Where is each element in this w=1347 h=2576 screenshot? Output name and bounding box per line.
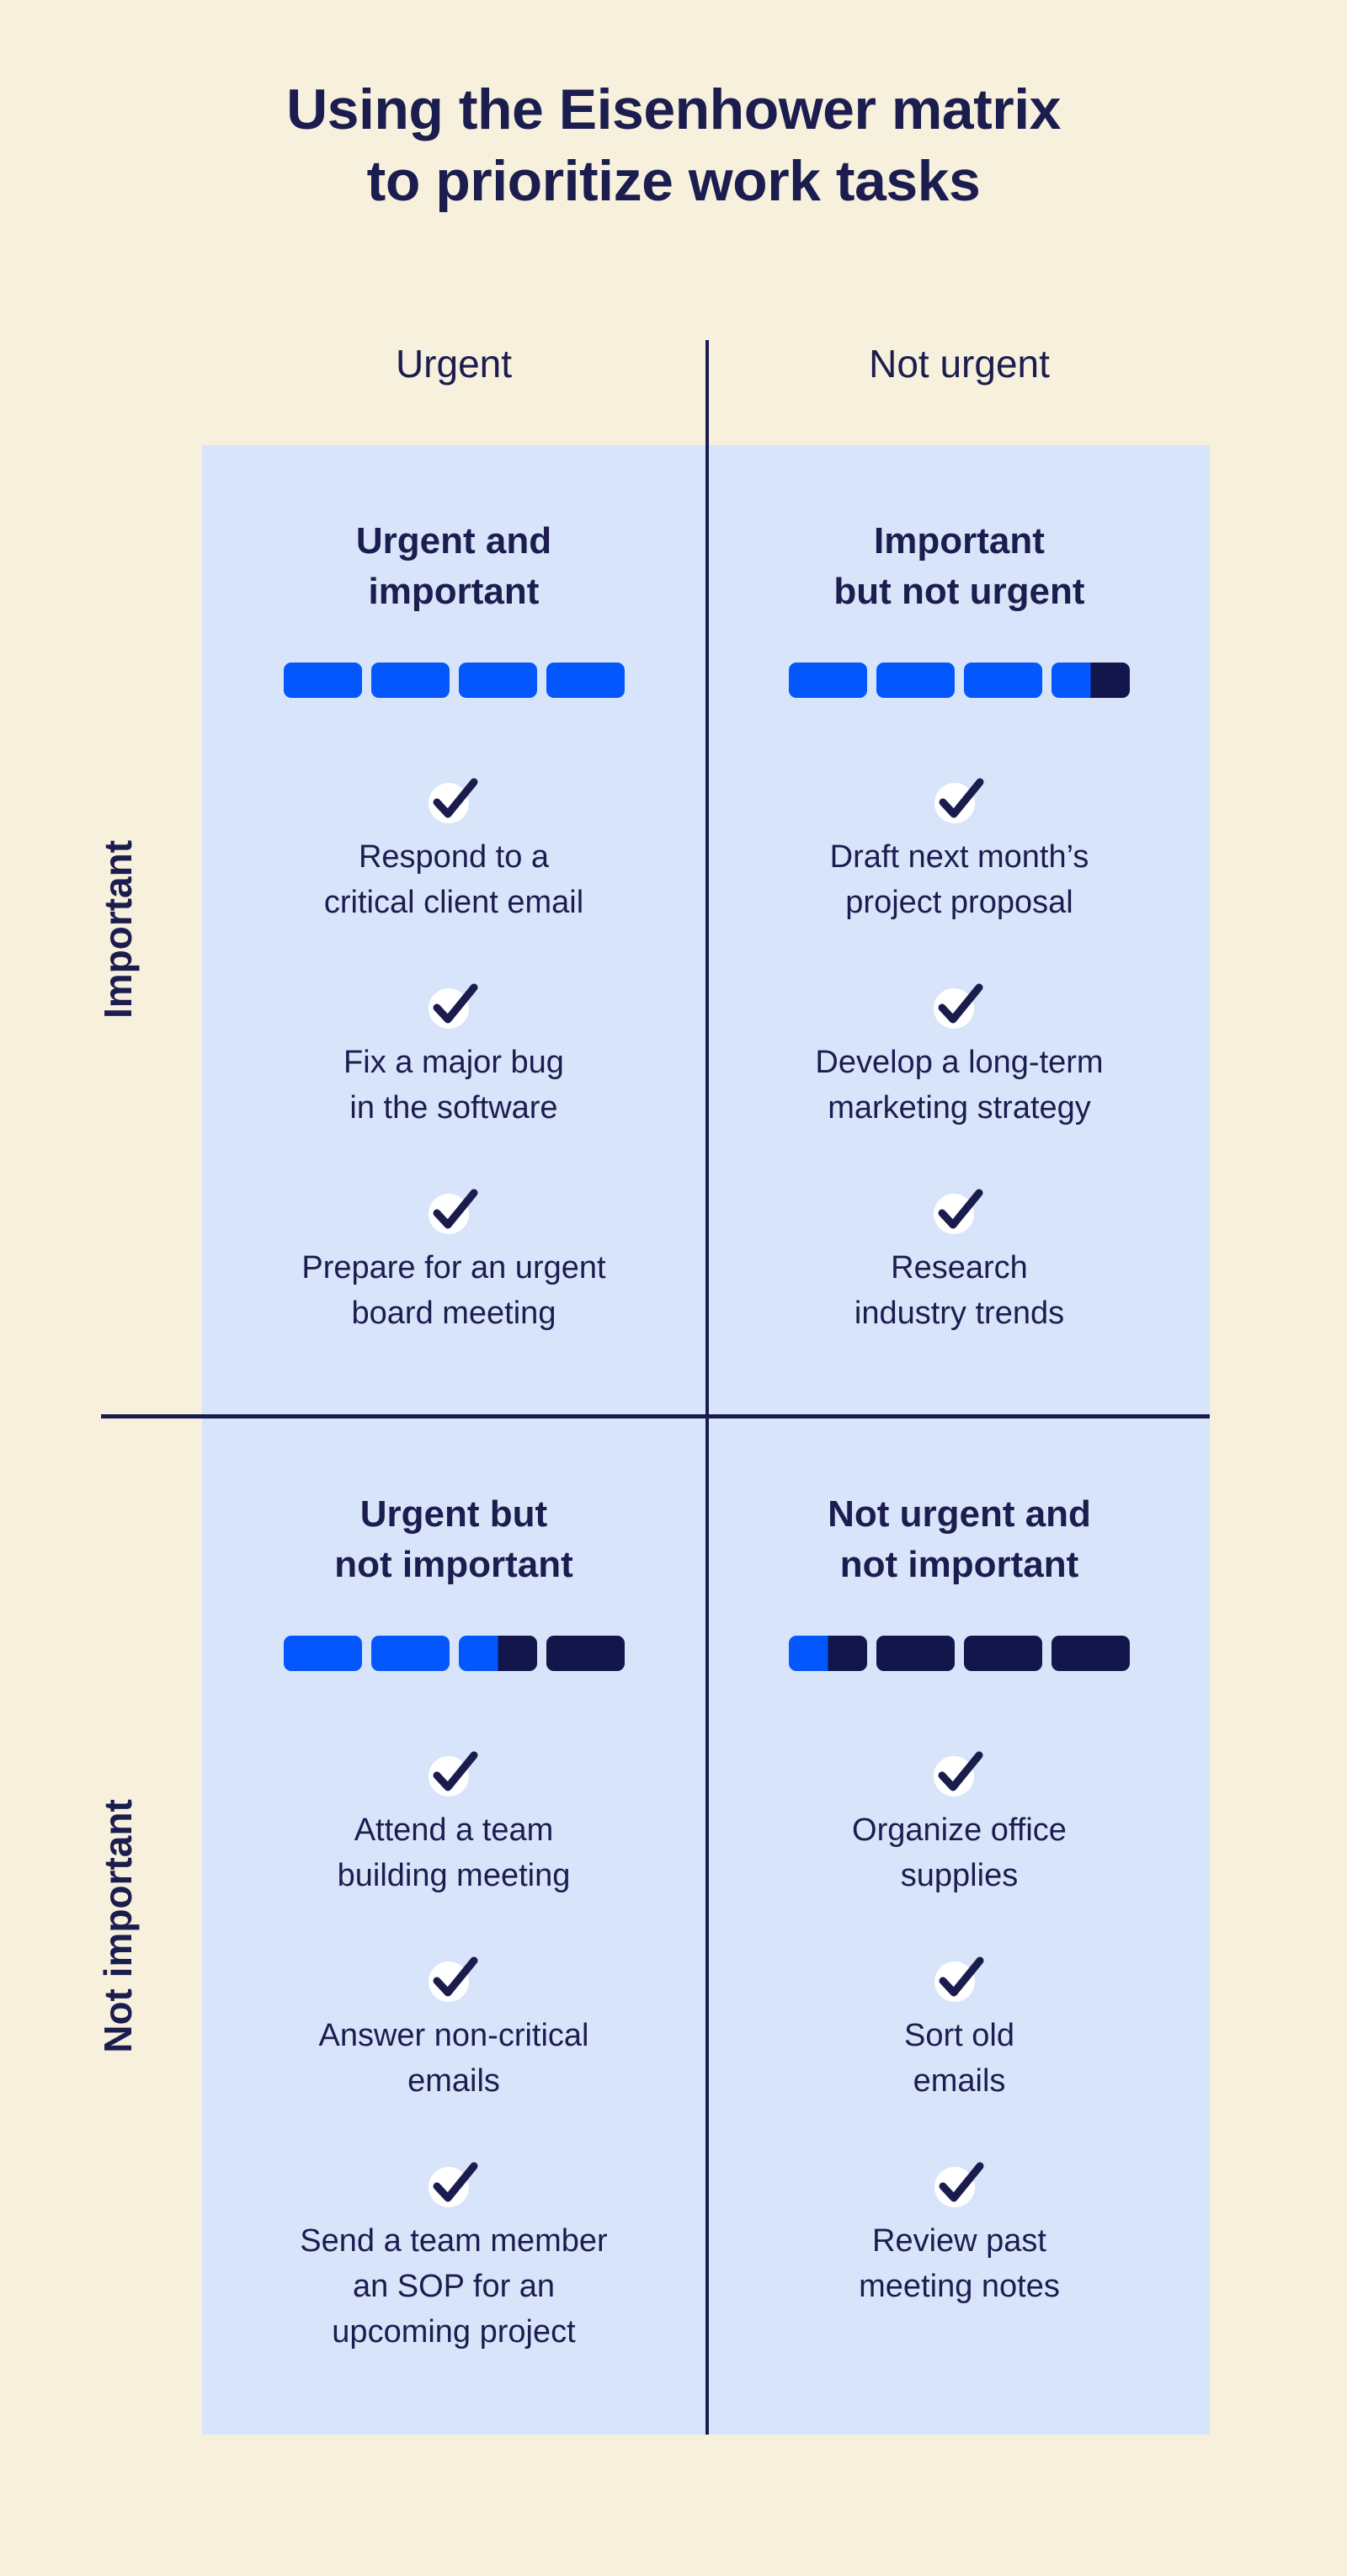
task-line: Fix a major bug [343, 1045, 564, 1080]
check-icon [934, 1751, 983, 1796]
task-item: Send a team member an SOP for an upcomin… [300, 2161, 608, 2355]
task-item: Answer non-critical emails [319, 1956, 589, 2104]
task-line: Sort old [904, 2018, 1014, 2053]
task-line: Respond to a [358, 839, 550, 875]
task-line: Prepare for an urgent [301, 1250, 606, 1285]
quadrant-title-line: not important [839, 1544, 1079, 1585]
quadrant-urgent-and-important: Urgent and important Respond to a critic… [202, 445, 705, 1414]
quadrant-title: Important but not urgent [833, 516, 1084, 617]
check-icon [934, 778, 983, 823]
task-line: an SOP for an [352, 2269, 556, 2304]
task-line: Organize office [852, 1812, 1067, 1848]
quadrant-title-line: Not urgent and [828, 1493, 1091, 1535]
priority-bar [789, 1636, 867, 1671]
task-item: Respond to a critical client email [324, 777, 583, 925]
priority-bar [283, 1636, 362, 1671]
task-item: Fix a major bug in the software [343, 982, 564, 1131]
task-line: Send a team member [300, 2223, 608, 2259]
priority-bar [876, 1636, 955, 1671]
priority-bar [370, 663, 450, 698]
priority-bars [283, 663, 625, 698]
quadrant-title-line: Urgent and [355, 520, 552, 562]
page-title-line-1: Using the Eisenhower matrix [286, 77, 1061, 141]
priority-bar [283, 663, 362, 698]
task-line: building meeting [337, 1858, 571, 1893]
check-icon [934, 983, 983, 1029]
task-line: marketing strategy [828, 1090, 1091, 1126]
vertical-divider [705, 340, 709, 2435]
task-line: Review past [872, 2223, 1046, 2259]
quadrant-important-but-not-urgent: Important but not urgent Draft next mont… [709, 445, 1210, 1414]
task-item: Sort old emails [904, 1956, 1014, 2104]
quadrant-title-line: but not urgent [833, 571, 1085, 612]
task-line: emails [913, 2063, 1006, 2099]
task-line: supplies [900, 1858, 1019, 1893]
column-header-not-urgent: Not urgent [869, 342, 1050, 386]
priority-bar [964, 663, 1042, 698]
check-icon [934, 2162, 983, 2207]
task-item: Review past meeting notes [859, 2161, 1060, 2309]
task-item: Research industry trends [855, 1188, 1064, 1336]
task-line: Develop a long-term [815, 1045, 1104, 1080]
task-line: industry trends [854, 1296, 1065, 1331]
quadrant-title-line: not important [334, 1544, 573, 1585]
priority-bar [1052, 1636, 1130, 1671]
column-header-urgent: Urgent [395, 342, 513, 386]
page-title-line-2: to prioritize work tasks [366, 149, 981, 213]
check-icon [428, 983, 478, 1029]
horizontal-divider [101, 1414, 1210, 1418]
task-line: Draft next month’s [829, 839, 1089, 875]
priority-bars [283, 1636, 625, 1671]
task-line: board meeting [351, 1296, 556, 1331]
check-icon [934, 1189, 983, 1234]
task-line: upcoming project [332, 2314, 576, 2350]
task-item: Prepare for an urgent board meeting [301, 1188, 606, 1336]
priority-bar [370, 1636, 450, 1671]
page-title: Using the Eisenhower matrix to prioritiz… [0, 74, 1347, 217]
task-line: Research [891, 1250, 1028, 1285]
task-line: in the software [349, 1090, 558, 1126]
priority-bar [458, 663, 537, 698]
row-label-not-important: Not important [96, 1799, 140, 2053]
quadrant-title: Urgent and important [356, 516, 551, 617]
task-line: project proposal [845, 885, 1073, 920]
task-line: critical client email [323, 885, 584, 920]
task-line: meeting notes [859, 2269, 1060, 2304]
priority-bar [546, 663, 625, 698]
check-icon [934, 1956, 983, 2002]
check-icon [429, 778, 478, 823]
priority-bar [876, 663, 955, 698]
task-item: Draft next month’s project proposal [830, 777, 1089, 925]
quadrant-title-line: Urgent but [359, 1493, 548, 1535]
quadrant-not-urgent-and-not-important: Not urgent and not important Organize of… [709, 1418, 1210, 2435]
quadrant-title: Urgent but not important [334, 1489, 573, 1590]
priority-bars [789, 1636, 1130, 1671]
check-icon [429, 1956, 478, 2002]
quadrant-title-line: important [368, 571, 540, 612]
priority-bar [1052, 663, 1130, 698]
quadrant-title-line: Important [874, 520, 1045, 562]
task-line: emails [407, 2063, 500, 2099]
priority-bar [546, 1636, 625, 1671]
priority-bar [964, 1636, 1042, 1671]
priority-bars [789, 663, 1130, 698]
check-icon [429, 1751, 478, 1796]
check-icon [429, 2162, 478, 2207]
task-item: Organize office supplies [852, 1750, 1067, 1898]
priority-bar [789, 663, 867, 698]
row-label-important: Important [96, 839, 140, 1019]
priority-bar [458, 1636, 537, 1671]
check-icon [428, 1189, 478, 1234]
quadrant-urgent-but-not-important: Urgent but not important Attend a team b… [202, 1418, 705, 2435]
task-line: Attend a team [354, 1812, 554, 1848]
task-line: Answer non-critical [318, 2018, 589, 2053]
task-item: Develop a long-term marketing strategy [815, 982, 1104, 1131]
task-item: Attend a team building meeting [337, 1750, 571, 1898]
quadrant-title: Not urgent and not important [828, 1489, 1091, 1590]
